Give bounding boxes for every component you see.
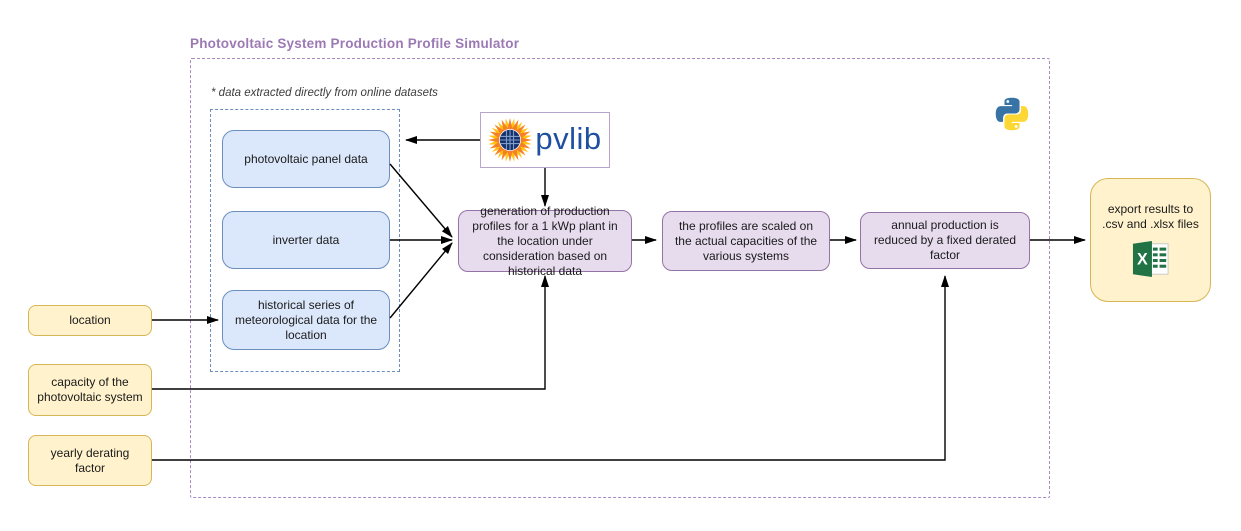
node-label: location bbox=[69, 313, 111, 327]
node-inverter-data: inverter data bbox=[222, 211, 390, 269]
node-label: yearly derating factor bbox=[50, 445, 130, 475]
node-historical-meteorological-data: historical series of meteorological data… bbox=[222, 290, 390, 350]
node-export-results: export results to .csv and .xlsx files X bbox=[1090, 178, 1211, 302]
node-label: photovoltaic panel data bbox=[244, 151, 368, 166]
node-label: historical series of meteorological data… bbox=[234, 297, 378, 342]
node-profile-scaling: the profiles are scaled on the actual ca… bbox=[662, 211, 830, 271]
datasets-footnote: * data extracted directly from online da… bbox=[211, 87, 438, 99]
node-input-yearly-derating-factor: yearly derating factor bbox=[28, 435, 152, 486]
excel-icon: X bbox=[1132, 240, 1169, 278]
node-generation-of-profiles: generation of production profiles for a … bbox=[458, 204, 632, 278]
pvlib-wordmark: pvlib bbox=[535, 120, 602, 156]
node-photovoltaic-panel-data: photovoltaic panel data bbox=[222, 130, 390, 188]
node-input-capacity: capacity of the photovoltaic system bbox=[28, 364, 152, 416]
pvlib-logo: pvlib bbox=[480, 112, 610, 168]
node-input-location: location bbox=[28, 305, 152, 336]
node-label: inverter data bbox=[272, 232, 340, 247]
python-icon bbox=[995, 97, 1029, 131]
diagram-title: Photovoltaic System Production Profile S… bbox=[190, 36, 520, 51]
node-label: capacity of the photovoltaic system bbox=[37, 375, 143, 404]
node-label: generation of production profiles for a … bbox=[472, 203, 618, 278]
node-label: export results to .csv and .xlsx files bbox=[1102, 202, 1199, 231]
node-label: annual production is reduced by a fixed … bbox=[873, 218, 1017, 262]
pvlib-sun-icon bbox=[488, 118, 533, 162]
svg-text:X: X bbox=[1137, 251, 1148, 269]
node-label: the profiles are scaled on the actual ca… bbox=[674, 218, 818, 263]
node-annual-derating: annual production is reduced by a fixed … bbox=[860, 212, 1030, 269]
